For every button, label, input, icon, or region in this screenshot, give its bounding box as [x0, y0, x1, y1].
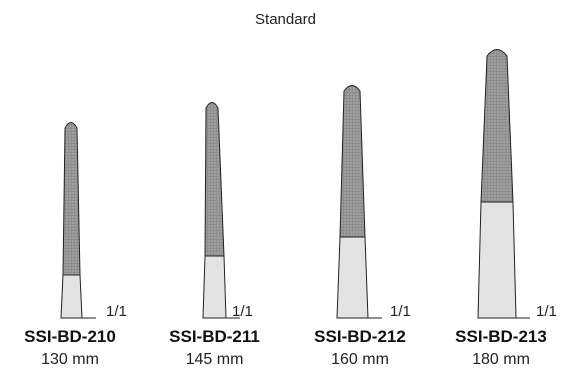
product-code: SSI-BD-211: [169, 327, 260, 346]
product-length: 160 mm: [331, 351, 389, 368]
product-ssi-bd-213: 1/1 SSI-BD-213 180 mm: [434, 0, 571, 376]
handle-section: [336, 236, 369, 319]
handle-section: [60, 274, 83, 319]
product-length: 145 mm: [185, 351, 244, 368]
product-ssi-bd-212: 1/1 SSI-BD-212 160 mm: [290, 0, 440, 376]
product-length: 180 mm: [472, 351, 530, 368]
serrated-tip-section: [339, 85, 366, 238]
handle-section: [477, 201, 517, 319]
forceps-tip-illustration: [60, 122, 96, 319]
product-code: SSI-BD-213: [455, 327, 547, 346]
product-code: SSI-BD-212: [314, 327, 406, 346]
serrated-tip-section: [204, 102, 225, 257]
scale-label: 1/1: [536, 303, 557, 320]
scale-label: 1/1: [106, 303, 127, 320]
product-ssi-bd-210: 1/1 SSI-BD-210 130 mm: [0, 0, 150, 376]
scale-label: 1/1: [232, 303, 253, 320]
diagram-title: Standard: [255, 11, 316, 28]
product-code: SSI-BD-210: [24, 327, 116, 346]
forceps-tip-illustration: [336, 85, 382, 319]
forceps-tip-illustration: [477, 49, 530, 319]
serrated-tip-section: [62, 122, 81, 276]
product-ssi-bd-211: 1/1 SSI-BD-211 145 mm: [145, 0, 295, 376]
product-length: 130 mm: [41, 351, 99, 368]
scale-label: 1/1: [390, 303, 411, 320]
forceps-tip-illustration: [202, 102, 240, 319]
serrated-tip-section: [480, 49, 514, 203]
handle-section: [202, 255, 227, 319]
